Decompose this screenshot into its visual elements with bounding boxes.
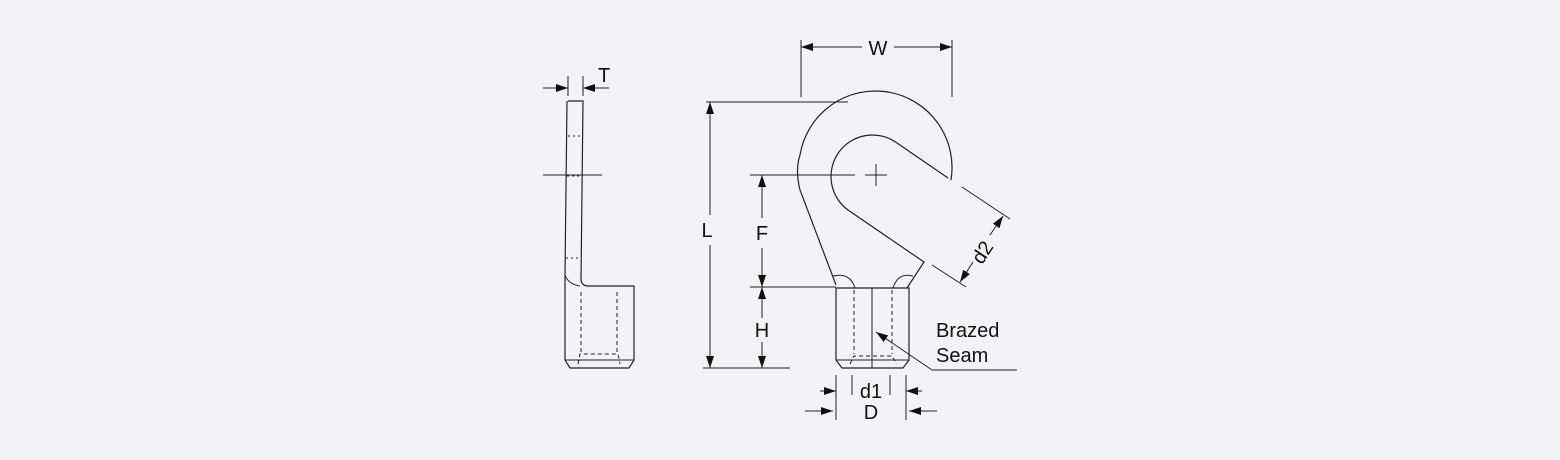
ring-outer bbox=[796, 90, 953, 286]
dimension-d2: d2 bbox=[931, 186, 1011, 288]
side-profile bbox=[564, 100, 635, 369]
dimension-F-H: F H bbox=[750, 174, 855, 368]
dimension-W: W bbox=[800, 38, 953, 97]
label-brazed: Brazed bbox=[936, 320, 999, 342]
dimension-L: L bbox=[701, 101, 848, 369]
label-T: T bbox=[598, 65, 610, 87]
dimension-d1-D: d1 D bbox=[805, 375, 937, 424]
front-view bbox=[796, 90, 953, 369]
label-d1: d1 bbox=[860, 381, 882, 403]
label-F: F bbox=[756, 223, 768, 245]
label-D: D bbox=[864, 402, 878, 424]
brazed-seam-callout: Brazed Seam bbox=[875, 320, 1017, 371]
label-L: L bbox=[701, 220, 712, 242]
side-view bbox=[543, 100, 635, 369]
label-W: W bbox=[869, 38, 888, 60]
ring-inner bbox=[830, 134, 949, 289]
dimension-T: T bbox=[543, 65, 610, 96]
label-seam: Seam bbox=[936, 345, 988, 367]
label-H: H bbox=[755, 320, 769, 342]
